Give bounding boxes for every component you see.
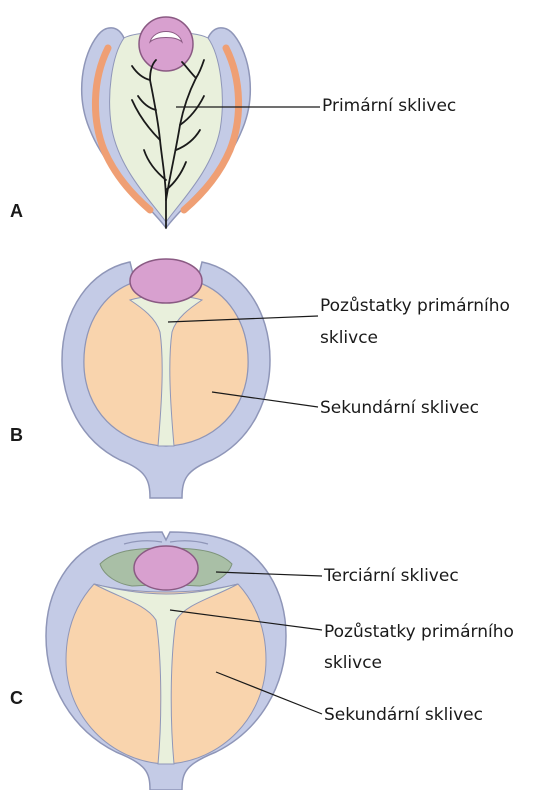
panel-b-illustration	[62, 259, 318, 498]
label-primary-remnants-c-line2: sklivce	[324, 651, 382, 675]
panel-a-lens	[139, 17, 193, 71]
panel-a-illustration	[82, 17, 320, 228]
panel-c-lens	[134, 546, 198, 590]
panel-b-lens	[130, 259, 202, 303]
label-primary-remnants-line1: Pozůstatky primárního	[320, 294, 510, 318]
label-primary-vitreous: Primární sklivec	[322, 94, 456, 118]
label-primary-remnants-line2: sklivce	[320, 326, 378, 350]
label-primary-remnants-c-line1: Pozůstatky primárního	[324, 620, 514, 644]
panel-a-letter: A	[10, 201, 23, 222]
label-secondary-vitreous-c: Sekundární sklivec	[324, 703, 483, 727]
panel-c-letter: C	[10, 688, 23, 709]
panel-b-letter: B	[10, 425, 23, 446]
panel-c-illustration	[46, 532, 322, 790]
label-tertiary-vitreous: Terciární sklivec	[324, 564, 459, 588]
label-secondary-vitreous: Sekundární sklivec	[320, 396, 479, 420]
